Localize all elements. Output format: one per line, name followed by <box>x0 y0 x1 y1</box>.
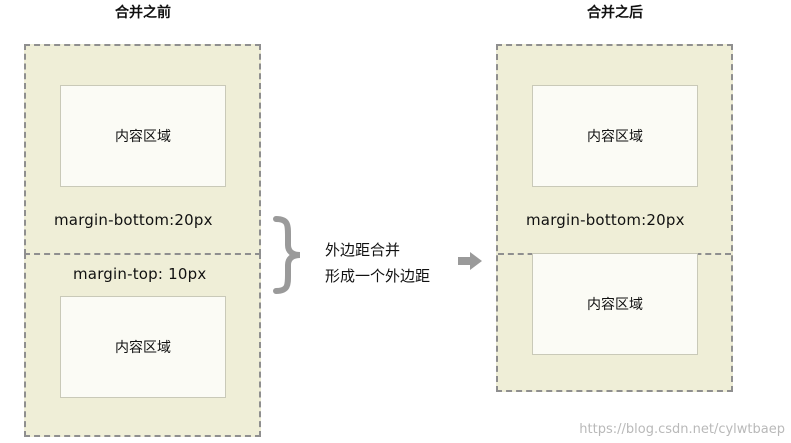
merge-note: 外边距合并 形成一个外边距 <box>325 237 430 289</box>
merge-note-line1: 外边距合并 <box>325 241 401 259</box>
curly-brace-icon <box>273 216 301 294</box>
right-arrow-icon <box>458 252 482 270</box>
after-bottom-content-box: 内容区域 <box>532 253 698 355</box>
before-title: 合并之前 <box>115 5 171 21</box>
before-top-content-box: 内容区域 <box>60 85 226 187</box>
merge-note-line2: 形成一个外边距 <box>325 267 431 285</box>
watermark: https://blog.csdn.net/cylwtbaep <box>579 422 785 437</box>
before-bottom-content-box: 内容区域 <box>60 296 226 398</box>
after-title: 合并之后 <box>587 5 643 21</box>
before-top-content-label: 内容区域 <box>115 129 171 145</box>
after-margin-bottom-label: margin-bottom:20px <box>526 211 685 229</box>
after-top-content-box: 内容区域 <box>532 85 698 187</box>
after-top-content-label: 内容区域 <box>587 129 643 145</box>
before-bottom-content-label: 内容区域 <box>115 340 171 356</box>
before-margin-bottom-label: margin-bottom:20px <box>54 211 213 229</box>
after-bottom-content-label: 内容区域 <box>587 297 643 313</box>
before-margin-top-label: margin-top: 10px <box>73 265 207 283</box>
